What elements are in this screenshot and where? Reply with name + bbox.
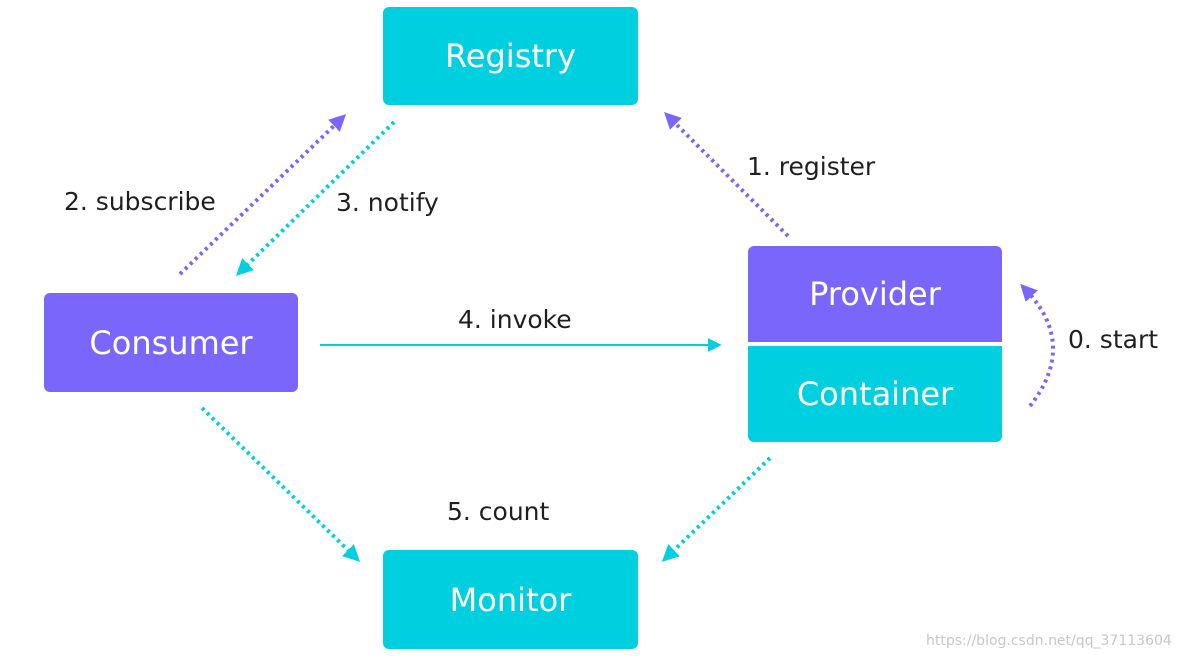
registry-node: Registry	[383, 7, 638, 105]
start-label: 0. start	[1068, 325, 1159, 354]
start-edge	[1020, 283, 1055, 408]
count-edge-consumer	[200, 406, 361, 562]
monitor-node: Monitor	[383, 550, 638, 649]
watermark: https://blog.csdn.net/qq_37113604	[926, 633, 1172, 649]
consumer-label: Consumer	[89, 323, 253, 362]
registry-label: Registry	[445, 37, 576, 75]
provider-node: Provider	[748, 246, 1002, 342]
provider-label: Provider	[809, 275, 941, 313]
monitor-label: Monitor	[449, 580, 572, 619]
consumer-node: Consumer	[44, 293, 298, 392]
subscribe-edge	[178, 114, 347, 276]
container-node: Container	[748, 346, 1002, 442]
invoke-label: 4. invoke	[458, 305, 572, 334]
notify-label: 3. notify	[336, 188, 439, 217]
count-label: 5. count	[447, 497, 550, 526]
count-edge-provider	[661, 456, 772, 562]
register-label: 1. register	[747, 152, 876, 181]
notify-edge	[235, 120, 396, 276]
subscribe-label: 2. subscribe	[64, 187, 216, 216]
container-label: Container	[796, 375, 954, 413]
